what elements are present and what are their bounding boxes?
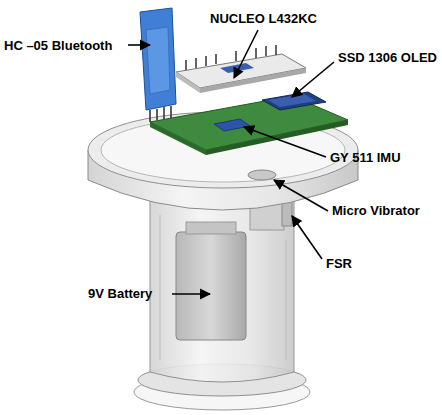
part-label: 9V Battery: [88, 286, 152, 302]
part-label: SSD 1306 OLED: [338, 50, 437, 66]
part-label: NUCLEO L432KC: [210, 11, 317, 27]
part-label: Micro Vibrator: [332, 203, 420, 219]
part-label: HC –05 Bluetooth: [4, 38, 112, 54]
part-label: FSR: [326, 256, 352, 272]
part-label: GY 511 IMU: [330, 150, 401, 166]
